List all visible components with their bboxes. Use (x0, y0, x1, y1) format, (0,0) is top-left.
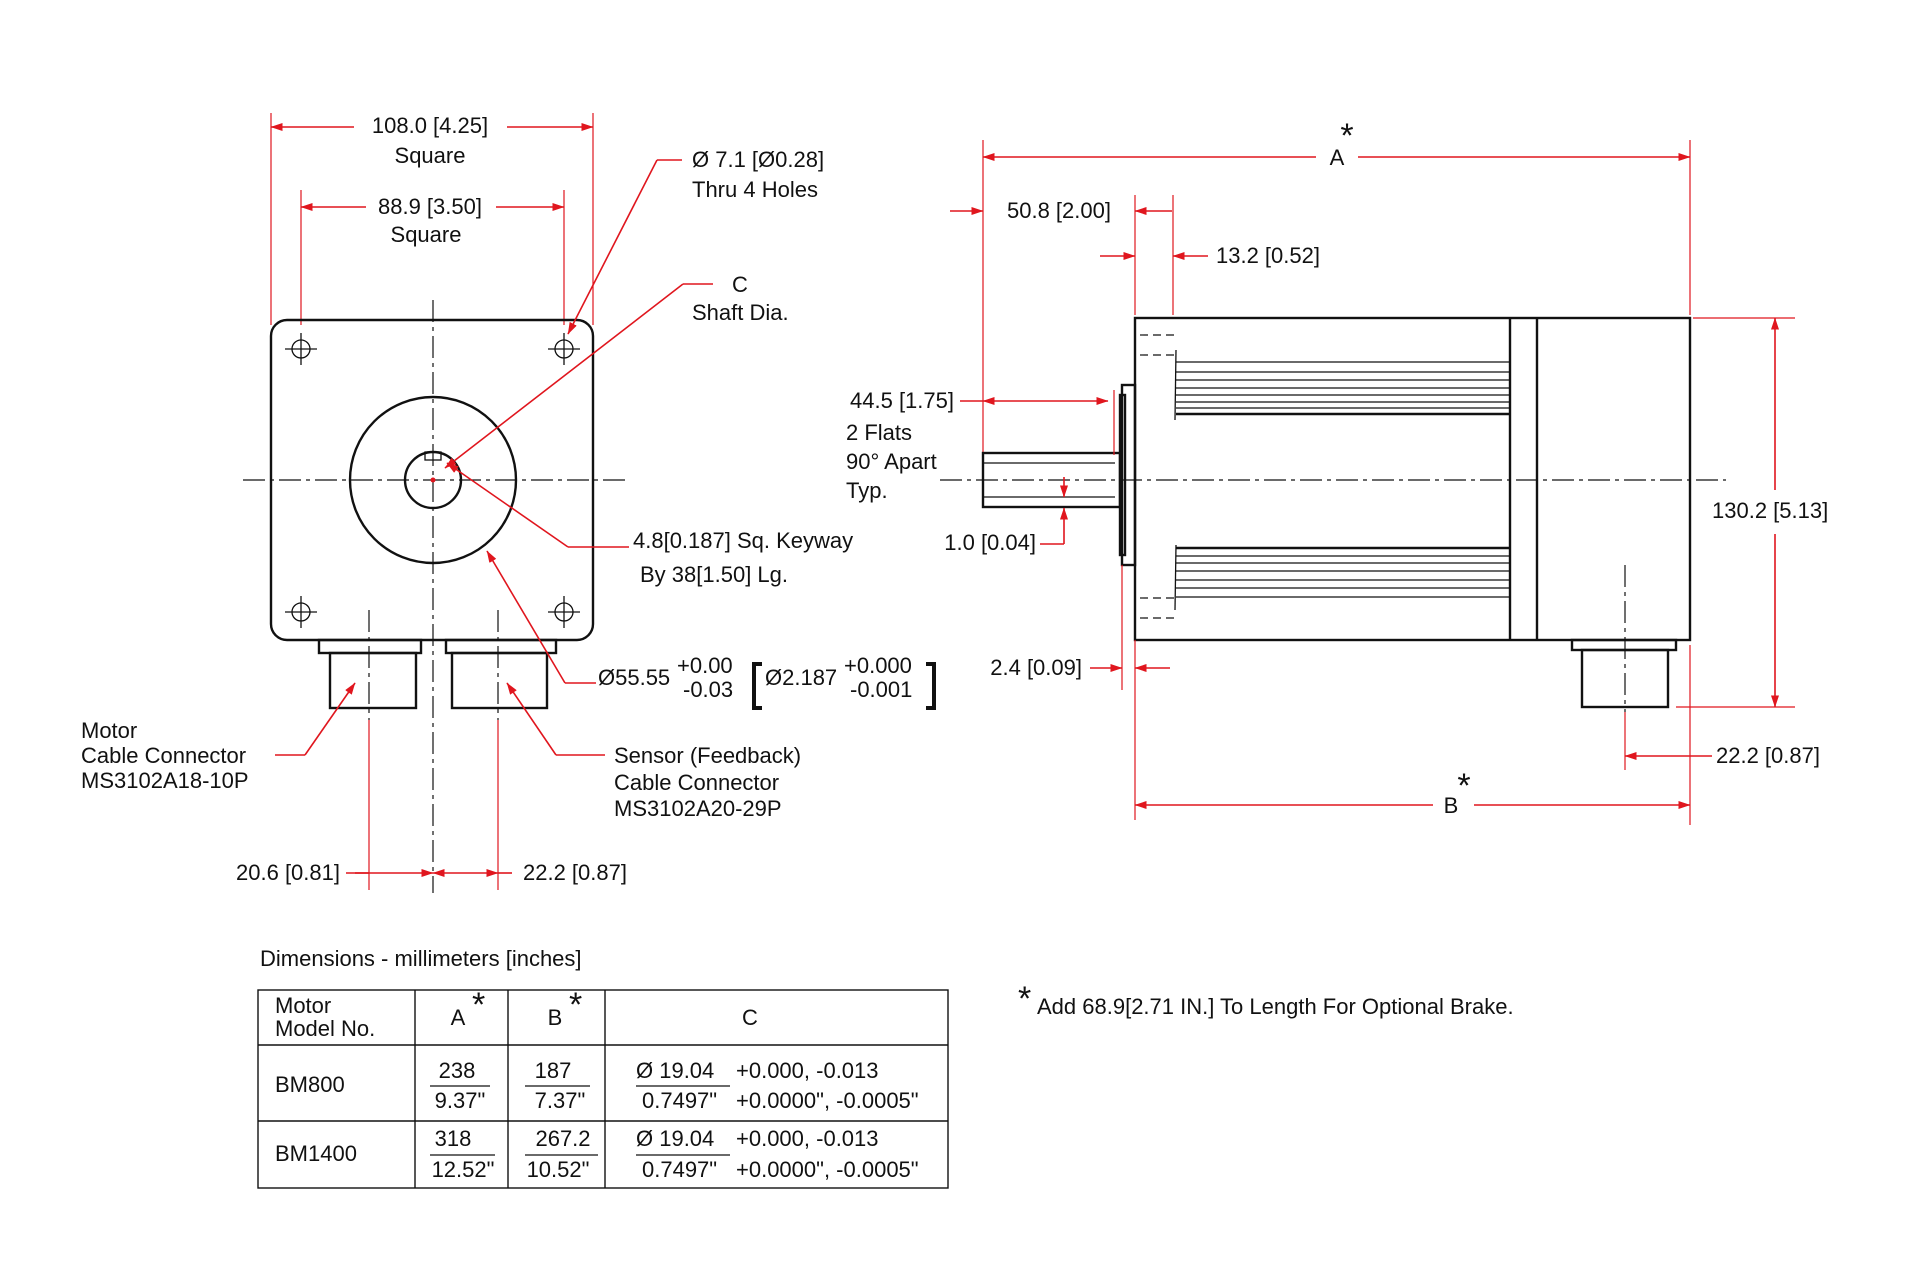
row-a-mm: 318 (435, 1126, 472, 1151)
brake-note: * Add 68.9[2.71 IN.] To Length For Optio… (1018, 980, 1514, 1019)
width-outer-label: 108.0 [4.25] (372, 113, 488, 138)
header-c: C (742, 1005, 758, 1030)
front-view: 108.0 [4.25] Square 88.9 [3.50] Square (81, 113, 936, 893)
offset-left-label: 20.6 [0.81] (236, 860, 340, 885)
holes-label: Ø 7.1 [Ø0.28] (692, 147, 824, 172)
a-label: A (1330, 145, 1345, 170)
cooling-fins-bottom (1174, 544, 1510, 611)
side-body (1133, 316, 1692, 642)
header-a-star: * (472, 986, 485, 1024)
row-b-in: 7.37" (535, 1088, 586, 1113)
header-b: B (548, 1005, 563, 1030)
shaft-label: C (732, 272, 748, 297)
header-model-2: Model No. (275, 1016, 375, 1041)
offset-right-label: 22.2 [0.87] (523, 860, 627, 885)
sensor-conn-line1: Sensor (Feedback) (614, 743, 801, 768)
width-inner-sub-label: Square (391, 222, 462, 247)
width-inner-label: 88.9 [3.50] (378, 194, 482, 219)
header-model-1: Motor (275, 993, 331, 1018)
header-a: A (451, 1005, 466, 1030)
pilot-in-label: Ø2.187 (765, 665, 837, 690)
row-model: BM800 (275, 1072, 345, 1097)
a-star: * (1340, 117, 1353, 155)
b-star: * (1457, 767, 1470, 805)
flange-label: 13.2 [0.52] (1216, 243, 1320, 268)
flat-depth-label: 1.0 [0.04] (944, 530, 1036, 555)
pilot-in-plus: +0.000 (844, 653, 912, 678)
front-connectors (317, 610, 558, 720)
keyway (424, 451, 442, 461)
row-a-in: 12.52" (432, 1157, 495, 1182)
shaft-sub-label: Shaft Dia. (692, 300, 789, 325)
conn-offset-label: 22.2 [0.87] (1716, 743, 1820, 768)
row-a-mm: 238 (439, 1058, 476, 1083)
mounting-holes (285, 333, 580, 628)
cooling-fins-top (1174, 349, 1510, 421)
row-c-in: 0.7497" (642, 1157, 717, 1182)
pilot-mm-label: Ø55.55 (598, 665, 670, 690)
row-b-in: 10.52" (527, 1157, 590, 1182)
pilot-mm-minus: -0.03 (683, 677, 733, 702)
row-model: BM1400 (275, 1141, 357, 1166)
pilot-circle (348, 395, 518, 565)
row-b-mm: 267.2 (535, 1126, 590, 1151)
row-c-mm-tol: +0.000, -0.013 (736, 1058, 879, 1083)
motor-conn-line1: Motor (81, 718, 137, 743)
dimensions-table: Dimensions - millimeters [inches] Motor … (257, 946, 949, 1189)
row-a-in: 9.37" (435, 1088, 486, 1113)
flats-len-label: 44.5 [1.75] (850, 388, 954, 413)
pilot-in-minus: -0.001 (850, 677, 912, 702)
motor-conn-line3: MS3102A18-10P (81, 768, 249, 793)
side-view: * A 50.8 [2.00] 13.2 [0.52] (846, 117, 1828, 825)
row-c-in-tol: +0.0000", -0.0005" (736, 1157, 919, 1182)
width-outer-sub-label: Square (395, 143, 466, 168)
row-c-mm: Ø 19.04 (636, 1058, 714, 1083)
shaft-len-label: 50.8 [2.00] (1007, 198, 1111, 223)
row-c-in: 0.7497" (642, 1088, 717, 1113)
header-b-star: * (569, 986, 582, 1024)
table-caption: Dimensions - millimeters [inches] (260, 946, 582, 971)
note-star: * (1018, 980, 1031, 1018)
row-c-mm: Ø 19.04 (636, 1126, 714, 1151)
note-text: Add 68.9[2.71 IN.] To Length For Optiona… (1037, 994, 1514, 1019)
sensor-conn-line2: Cable Connector (614, 770, 779, 795)
height-label: 130.2 [5.13] (1712, 498, 1828, 523)
row-b-mm: 187 (535, 1058, 572, 1083)
holes-sub-label: Thru 4 Holes (692, 177, 818, 202)
pilot-depth-label: 2.4 [0.09] (990, 655, 1082, 680)
b-label: B (1444, 793, 1459, 818)
sensor-conn-line3: MS3102A20-29P (614, 796, 782, 821)
row-c-mm-tol: +0.000, -0.013 (736, 1126, 879, 1151)
pilot-mm-plus: +0.00 (677, 653, 733, 678)
keyway-label: 4.8[0.187] Sq. Keyway (633, 528, 853, 553)
keyway-sub-label: By 38[1.50] Lg. (640, 562, 788, 587)
motor-conn-line2: Cable Connector (81, 743, 246, 768)
row-c-in-tol: +0.0000", -0.0005" (736, 1088, 919, 1113)
flats-line1: 2 Flats (846, 420, 912, 445)
flats-line2: 90° Apart (846, 449, 937, 474)
flats-line3: Typ. (846, 478, 888, 503)
